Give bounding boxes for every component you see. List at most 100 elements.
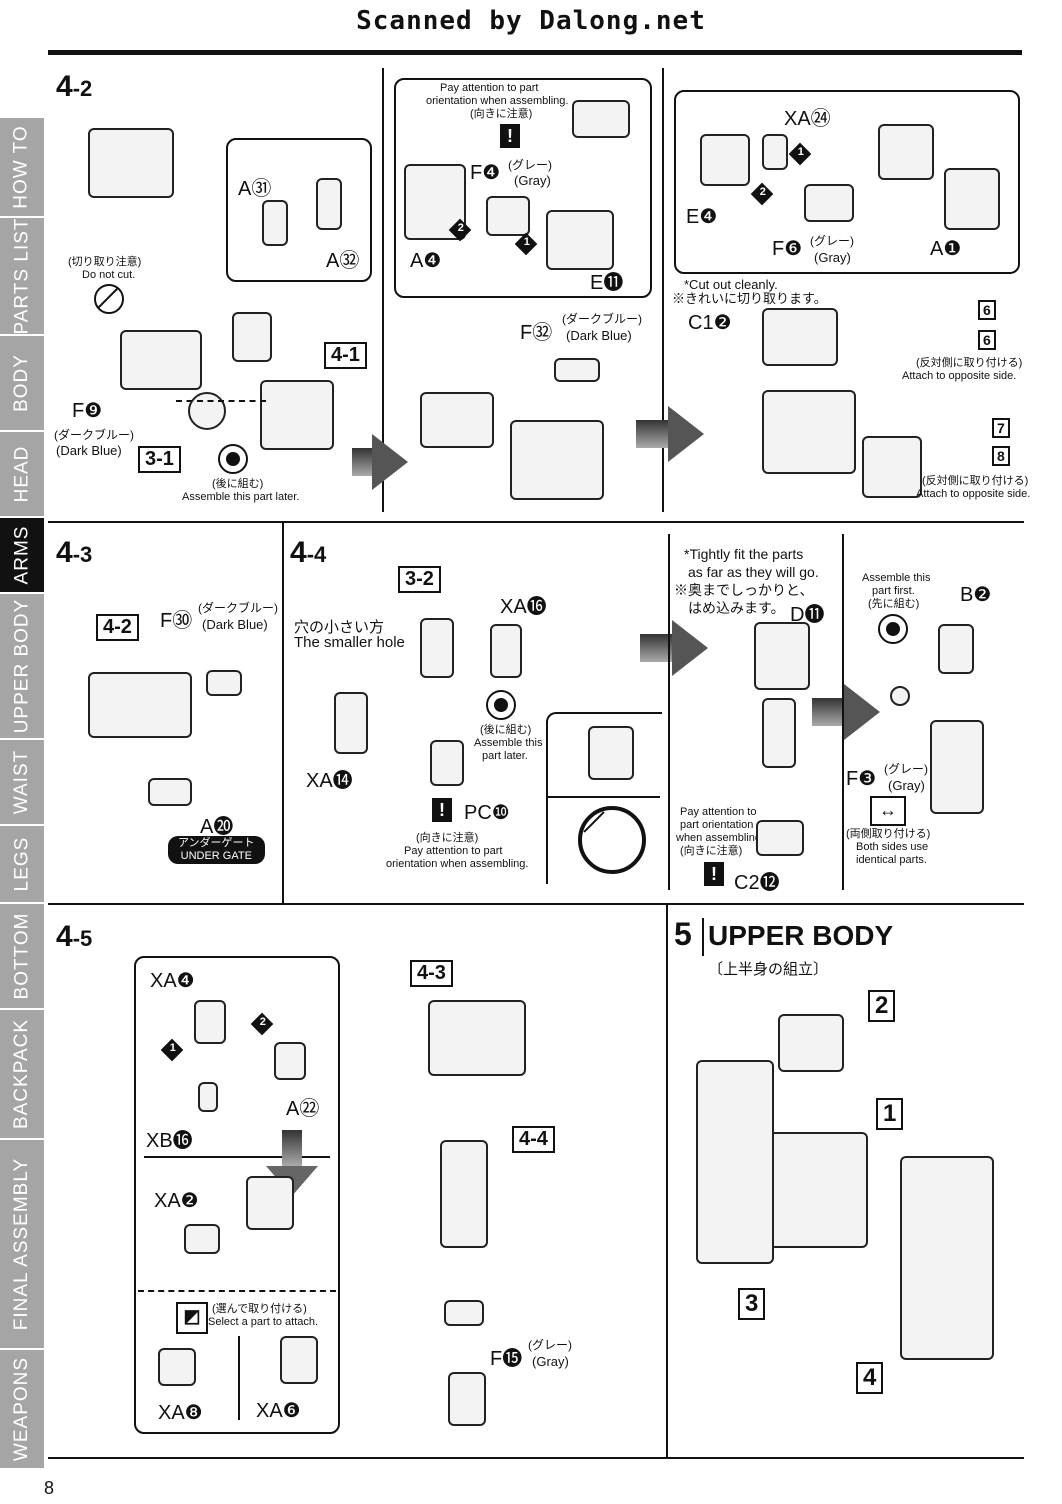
part-3-2-illustration xyxy=(420,618,454,678)
select-jp: (選んで取り付ける) xyxy=(212,1303,307,1315)
part-a1-illustration xyxy=(944,168,1000,230)
part-xa6-label: XA❻ xyxy=(256,1400,301,1422)
tab-parts-list[interactable]: PARTS LIST xyxy=(0,218,44,336)
f32-color-jp: (ダークブルー) xyxy=(562,312,642,326)
page-number: 8 xyxy=(44,1478,55,1498)
part-f32-label: F㉜ xyxy=(520,322,553,344)
ref-step-4-1: 4-1 xyxy=(324,342,367,369)
hand-illustration xyxy=(448,1372,486,1426)
part-f15-illustration xyxy=(444,1300,484,1326)
next-step-arrow xyxy=(636,420,670,448)
part-a22-label: A㉒ xyxy=(286,1098,320,1120)
next-step-arrow-head xyxy=(372,434,408,490)
part-xa16-illustration xyxy=(490,624,522,678)
divider xyxy=(546,796,660,798)
f30-color-en: (Dark Blue) xyxy=(202,617,268,632)
part-d11-label: D⓫ xyxy=(790,604,825,626)
divider xyxy=(666,904,668,1458)
tab-waist[interactable]: WAIST xyxy=(0,740,44,826)
next-step-arrow-head xyxy=(672,620,708,676)
orient-en-2: orientation when assembling. xyxy=(386,858,529,870)
hand-assembled-illustration xyxy=(246,1176,294,1230)
step-5-title: UPPER BODY xyxy=(708,920,894,951)
tab-arms[interactable]: ARMS xyxy=(0,518,44,594)
tab-head[interactable]: HEAD xyxy=(0,432,44,518)
tab-final-assembly[interactable]: FINAL ASSEMBLY xyxy=(0,1140,44,1350)
orientation-note-en-1: Pay attention to part xyxy=(440,82,539,94)
part-f3-illustration xyxy=(890,686,910,706)
tab-backpack[interactable]: BACKPACK xyxy=(0,1010,44,1140)
f9-color-en: (Dark Blue) xyxy=(56,443,122,458)
bottom-rule xyxy=(48,1457,1024,1459)
assemble-later-icon xyxy=(218,444,248,474)
tight-fit-jp-2: はめ込みます。 xyxy=(688,600,785,616)
opposite-en-2: Attach to opposite side. xyxy=(916,488,1031,500)
step-4-5-label: 4-5 xyxy=(56,920,93,953)
callout-4: 4 xyxy=(856,1362,884,1394)
count-7: 7 xyxy=(992,418,1010,438)
ref-step-3-1: 3-1 xyxy=(138,446,181,473)
next-step-arrow xyxy=(352,448,374,476)
part-a1-label: A❶ xyxy=(930,238,962,260)
first-en-1: Assemble this xyxy=(862,572,931,584)
tight-fit-jp-1: ※奥までしっかりと、 xyxy=(674,582,814,598)
f6-color-jp: (グレー) xyxy=(810,234,854,248)
part-f3-label: F❸ xyxy=(846,768,877,790)
part-b2-label: B❷ xyxy=(960,584,992,606)
do-not-cut-en: Do not cut. xyxy=(82,269,136,281)
both-en-1: Both sides use xyxy=(856,841,929,853)
part-a32-label: A㉜ xyxy=(326,250,360,272)
ref-step-3-2: 3-2 xyxy=(398,566,441,593)
divider xyxy=(382,68,384,512)
tab-upper-body[interactable]: UPPER BODY xyxy=(0,594,44,740)
part-f30-illustration xyxy=(206,670,242,696)
part-c12-label: C1❷ xyxy=(688,312,732,334)
tab-how-to[interactable]: HOW TO xyxy=(0,118,44,218)
divider xyxy=(662,68,664,512)
orientation-note-jp: (向きに注意) xyxy=(470,108,533,120)
f32-color-en: (Dark Blue) xyxy=(566,328,632,343)
zoom-callout-a31-a32 xyxy=(226,138,372,282)
later-en-1: Assemble this xyxy=(474,737,543,749)
part-f15-label: F⓯ xyxy=(490,1348,523,1370)
part-xa16-label: XA⓰ xyxy=(500,596,547,618)
down-arrow xyxy=(282,1130,302,1166)
ref-step-4-3: 4-3 xyxy=(410,960,453,987)
arm-assembly-illustration xyxy=(762,390,856,474)
tab-weapons[interactable]: WEAPONS xyxy=(0,1350,44,1470)
orient2-jp: (向きに注意) xyxy=(680,845,743,857)
both-jp: (両側取り付ける) xyxy=(846,828,931,840)
part-e4-label: E❹ xyxy=(686,206,718,228)
tab-bottom[interactable]: BOTTOM xyxy=(0,904,44,1010)
shoulder-part-illustration xyxy=(88,128,174,198)
assemble-later-icon xyxy=(486,690,516,720)
f15-color-en: (Gray) xyxy=(532,1354,569,1369)
step-5-number: 5 xyxy=(674,916,692,952)
part-e11-label: E⓫ xyxy=(590,272,624,294)
shoulder-shell-illustration xyxy=(878,124,934,180)
arm-lower-illustration xyxy=(930,720,984,814)
part-xa8-fist-illustration xyxy=(158,1348,196,1386)
top-rule xyxy=(48,50,1022,55)
shoulder-assembly-illustration xyxy=(428,1000,526,1076)
part-xa8-label: XA❽ xyxy=(158,1402,203,1424)
part-xa24-label: XA㉔ xyxy=(784,108,831,130)
part-c212-label: C2⓬ xyxy=(734,872,780,894)
next-step-arrow xyxy=(812,698,846,726)
tab-legs[interactable]: LEGS xyxy=(0,826,44,904)
part-xa4-illustration xyxy=(194,1000,226,1044)
ref-step-4-4: 4-4 xyxy=(512,1126,555,1153)
opposite-jp-1: (反対側に取り付ける) xyxy=(916,357,1023,369)
divider xyxy=(144,1156,330,1158)
tab-body[interactable]: BODY xyxy=(0,336,44,432)
divider xyxy=(842,534,844,890)
hand-options-box xyxy=(134,956,340,1434)
count-6-a: 6 xyxy=(978,300,996,320)
later-jp: (後に組む) xyxy=(480,724,532,736)
joint-part-illustration xyxy=(188,392,226,430)
elbow-joint-illustration xyxy=(762,698,796,768)
part-xa24-illustration xyxy=(762,134,788,170)
part-a4-label: A❹ xyxy=(410,250,442,272)
part-f6-label: F❻ xyxy=(772,238,803,260)
orient-jp: (向きに注意) xyxy=(416,832,479,844)
